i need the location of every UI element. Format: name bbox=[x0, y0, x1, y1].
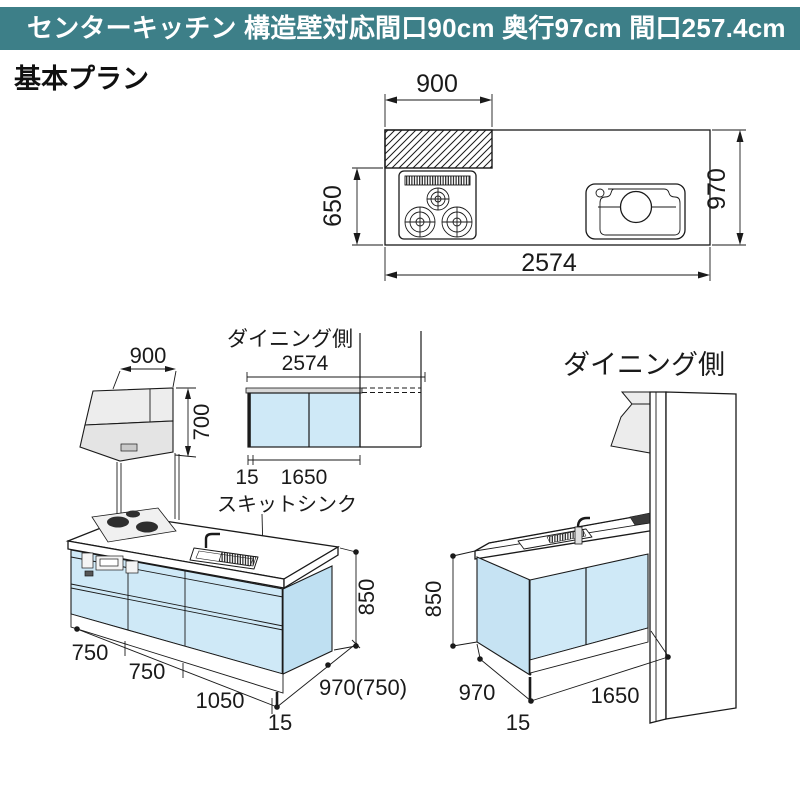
wall-cabinet-front bbox=[247, 392, 361, 448]
hood-dim-900: 900 bbox=[112, 343, 177, 390]
range-hood-dining bbox=[610, 391, 651, 454]
toe-kick bbox=[70, 613, 284, 694]
svg-text:700: 700 bbox=[189, 404, 214, 441]
island-dims-kitchen-side: 750 750 1050 15 970(750) 850 bbox=[72, 547, 407, 735]
tall-wall bbox=[649, 391, 737, 724]
countertop-end-edge bbox=[283, 545, 339, 590]
counter-dining bbox=[474, 512, 663, 560]
burner-right bbox=[441, 206, 473, 238]
end-panel-dining bbox=[476, 556, 531, 676]
plan-name: 基本プラン bbox=[14, 64, 149, 94]
plan-dim-900: 900 bbox=[384, 70, 493, 127]
plan-dim-650: 650 bbox=[319, 167, 383, 246]
base-cabinet-end-panel bbox=[282, 565, 333, 675]
svg-text:15: 15 bbox=[235, 466, 258, 489]
plan-view: 900 650 970 bbox=[319, 70, 746, 281]
plan-dim-970: 970 bbox=[703, 129, 746, 246]
svg-text:15: 15 bbox=[268, 710, 292, 735]
svg-text:850: 850 bbox=[421, 581, 446, 618]
sink-plan bbox=[585, 183, 686, 240]
sink-label: スキットシンク bbox=[217, 493, 357, 516]
island-kitchen-side bbox=[65, 507, 340, 709]
svg-text:900: 900 bbox=[130, 343, 167, 368]
range-hood bbox=[79, 387, 174, 462]
dining-side-elevation: ダイニング側 bbox=[421, 350, 737, 735]
island-dims-dining-side: 850 970 15 1650 bbox=[421, 550, 671, 735]
kitchen-side-elevation: 900 700 ダイニング側 2574 bbox=[65, 328, 426, 735]
burner-left bbox=[404, 206, 436, 238]
hood-control-panel bbox=[120, 443, 138, 452]
svg-text:2574: 2574 bbox=[521, 249, 577, 277]
faucet-dining bbox=[574, 526, 583, 545]
burner-small bbox=[426, 187, 450, 211]
svg-text:650: 650 bbox=[319, 185, 347, 227]
svg-text:1650: 1650 bbox=[281, 466, 328, 489]
cooktop-3d bbox=[91, 507, 177, 543]
disposer-hole bbox=[619, 190, 653, 224]
plan-dim-2574: 2574 bbox=[384, 247, 711, 281]
dining-side-label-small: ダイニング側 bbox=[227, 328, 353, 351]
svg-text:2574: 2574 bbox=[282, 352, 329, 375]
svg-text:970: 970 bbox=[459, 680, 496, 705]
faucet-hole bbox=[595, 188, 605, 198]
svg-text:15: 15 bbox=[506, 710, 530, 735]
cooktop-plan bbox=[398, 170, 477, 240]
svg-text:850: 850 bbox=[354, 579, 379, 616]
sink-3d bbox=[189, 532, 259, 570]
sink-rack bbox=[218, 551, 257, 567]
cabinet-top-rail bbox=[245, 387, 363, 394]
structural-wall-hatch bbox=[384, 129, 493, 169]
svg-text:970: 970 bbox=[703, 168, 731, 210]
hood-dim-700: 700 bbox=[174, 387, 214, 458]
wall-cabinet-schematic: ダイニング側 2574 15 1650 bbox=[227, 328, 426, 489]
svg-text:750: 750 bbox=[129, 659, 166, 684]
faucet-3d bbox=[204, 532, 220, 548]
title-bar: センターキッチン 構造壁対応間口90cm 奥行97cm 間口257.4cm bbox=[0, 7, 800, 50]
grill-slot bbox=[404, 175, 471, 186]
title-text: センターキッチン 構造壁対応間口90cm 奥行97cm 間口257.4cm bbox=[27, 13, 786, 43]
toe-kick-dining bbox=[529, 627, 649, 674]
svg-text:750: 750 bbox=[72, 640, 109, 665]
svg-text:900: 900 bbox=[416, 70, 458, 98]
svg-text:970(750): 970(750) bbox=[319, 675, 407, 700]
svg-text:1650: 1650 bbox=[591, 683, 640, 708]
front-control-panel bbox=[81, 552, 139, 577]
svg-text:1050: 1050 bbox=[196, 688, 245, 713]
dining-side-label-big: ダイニング側 bbox=[563, 350, 725, 380]
